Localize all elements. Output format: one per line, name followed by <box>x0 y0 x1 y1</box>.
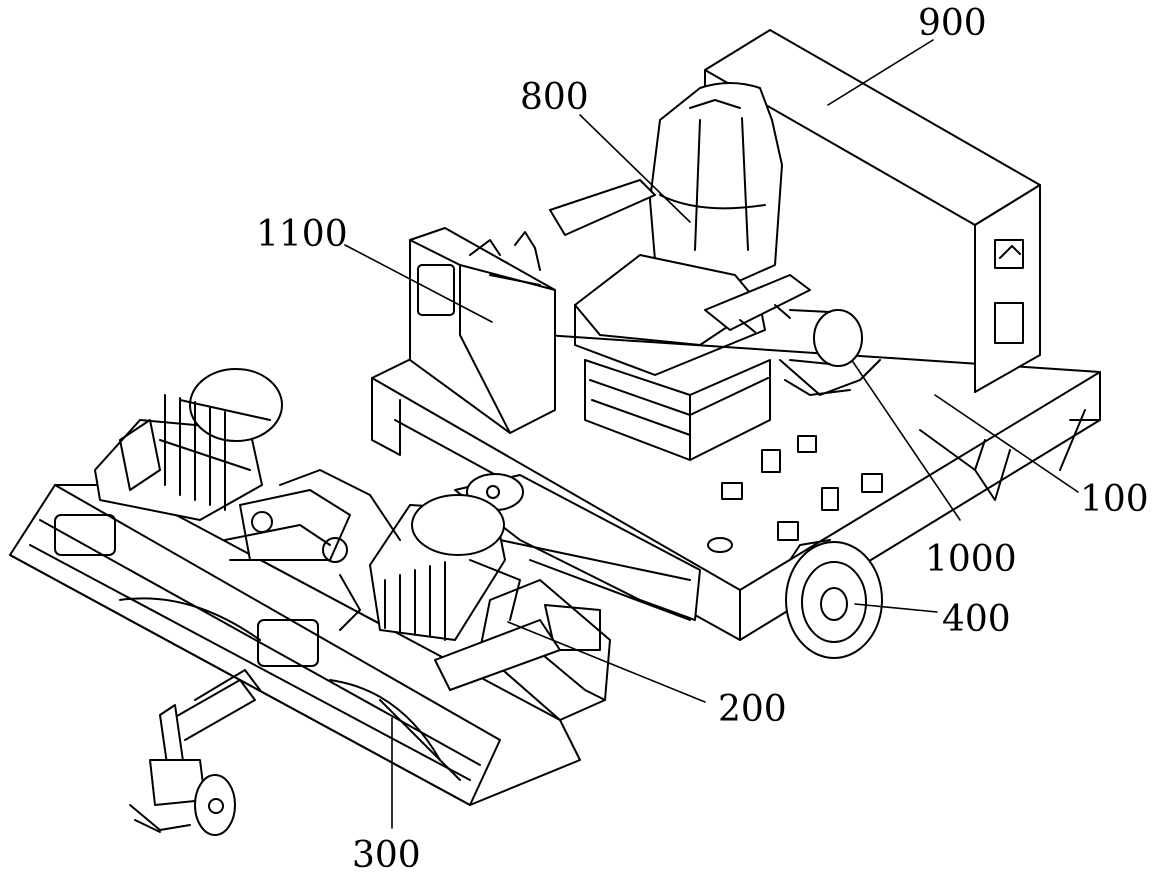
motor-left <box>94 368 283 521</box>
leader-lines <box>344 39 1079 829</box>
motor-right <box>369 494 521 641</box>
label-400-wheel: 400 <box>942 599 1011 640</box>
hydraulic-pump <box>779 309 881 396</box>
control-console <box>394 227 556 481</box>
support-wheel <box>129 669 261 836</box>
label-200-arm: 200 <box>718 689 787 730</box>
label-800-seat: 800 <box>520 77 589 118</box>
label-100-platform: 100 <box>1080 479 1149 520</box>
operator-seat <box>549 82 811 461</box>
deck-fittings <box>707 435 883 553</box>
label-1000-pump: 1000 <box>925 539 1017 580</box>
wheel <box>785 539 883 659</box>
linkage <box>224 469 561 691</box>
label-300-head: 300 <box>352 835 421 876</box>
label-1100-console: 1100 <box>256 214 348 255</box>
label-900-cabinet: 900 <box>918 3 987 44</box>
